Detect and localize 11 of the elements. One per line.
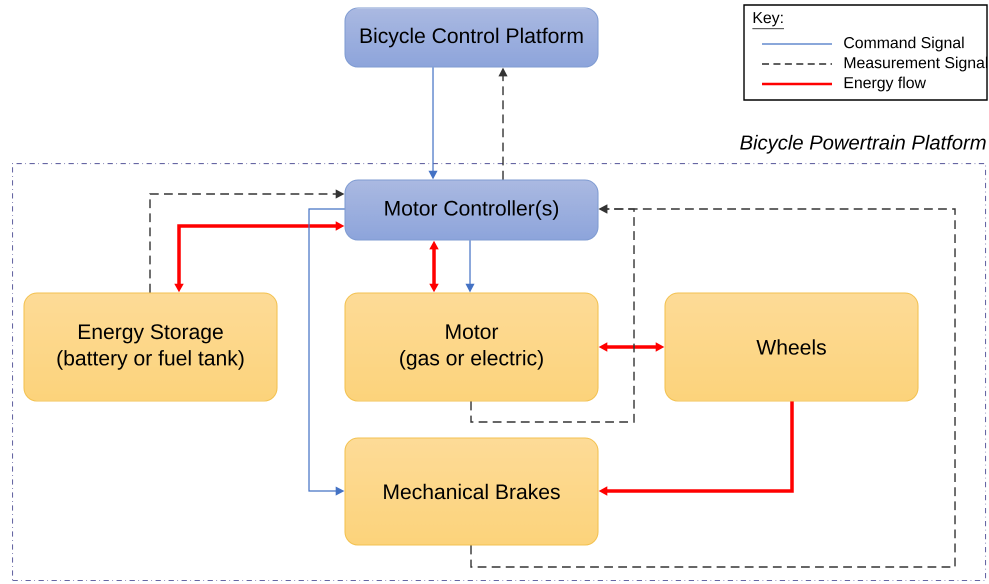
platform-frame xyxy=(12,163,986,582)
legend-label: Command Signal xyxy=(844,36,964,52)
rounded-box: Bicycle Control Platform xyxy=(344,7,599,68)
frame-label: Bicycle Powertrain Platform xyxy=(740,134,986,154)
rounded-box: Mechanical Brakes xyxy=(344,437,599,546)
rounded-box: Motor Controller(s) xyxy=(344,179,599,241)
legend-title: Key: xyxy=(752,12,784,30)
rounded-box: Wheels xyxy=(664,292,919,402)
rounded-box: Motor (gas or electric) xyxy=(344,292,599,402)
rounded-box: Energy Storage (battery or fuel tank) xyxy=(23,292,278,402)
legend-label: Energy flow xyxy=(844,76,926,92)
